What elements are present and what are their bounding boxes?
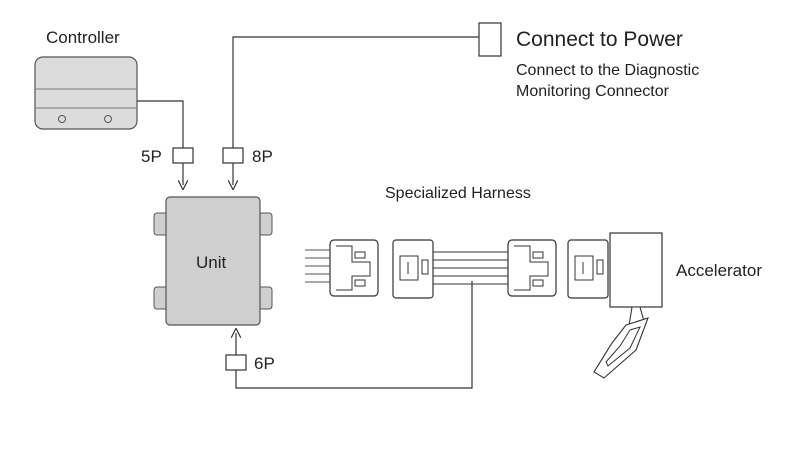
diagnostic-label-line2: Monitoring Connector xyxy=(516,83,669,100)
accelerator-pedal xyxy=(593,232,663,379)
unit-box xyxy=(153,196,273,326)
accelerator-connector xyxy=(567,239,609,299)
pin-8p-label: 8P xyxy=(252,147,273,166)
harness-connector-right xyxy=(507,239,557,297)
accelerator-label: Accelerator xyxy=(676,261,762,280)
harness-connector-mid xyxy=(392,239,434,299)
diagnostic-label-line1: Connect to the Diagnostic xyxy=(516,62,700,79)
controller-box xyxy=(34,56,138,130)
harness-left-wires xyxy=(305,249,330,283)
pin-5p-label: 5P xyxy=(141,147,162,166)
connect-power-label: Connect to Power xyxy=(516,28,683,51)
connector-5p xyxy=(172,147,194,164)
controller-label: Controller xyxy=(46,28,120,47)
pin-6p-label: 6P xyxy=(254,354,275,373)
connector-8p xyxy=(222,147,244,164)
harness-connector-left xyxy=(329,239,379,297)
unit-label: Unit xyxy=(196,253,227,272)
connector-6p xyxy=(225,354,247,371)
controller-wire xyxy=(137,100,184,148)
harness-wires xyxy=(433,251,508,285)
power-connector xyxy=(478,22,502,57)
power-wire xyxy=(232,36,479,148)
specialized-harness-label: Specialized Harness xyxy=(385,185,531,202)
harness-6p-wire xyxy=(235,281,473,389)
